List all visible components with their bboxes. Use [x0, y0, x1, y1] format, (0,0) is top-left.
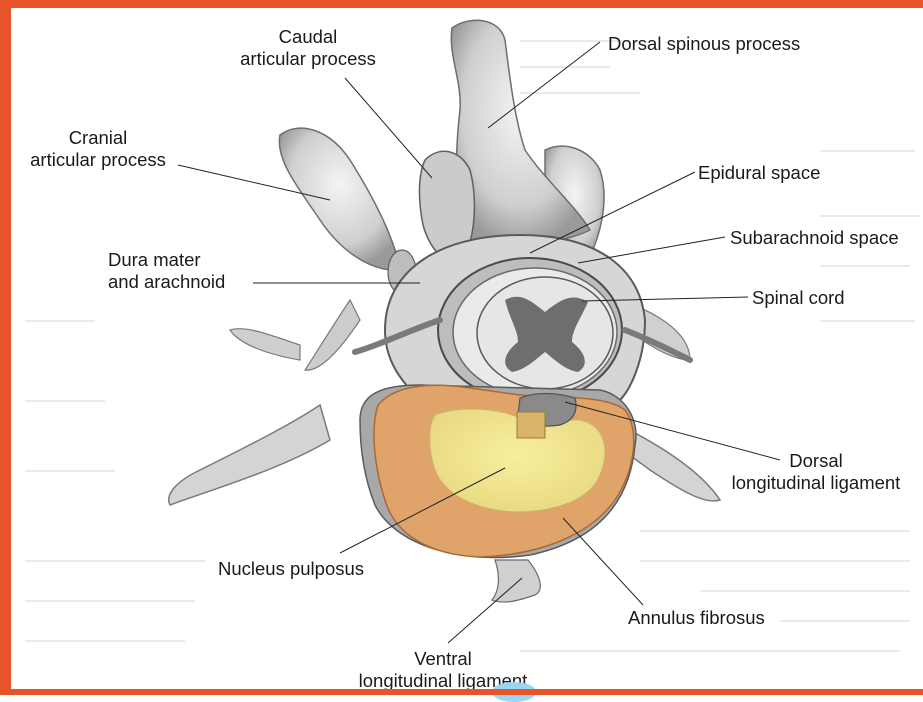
bottom-edge-blob: [492, 682, 536, 702]
top-edge-tab: [595, 0, 770, 6]
label-annulus-fibrosus: Annulus fibrosus: [628, 607, 765, 629]
label-dorsal-spinous-process: Dorsal spinous process: [608, 33, 800, 55]
label-dorsal-longitudinal-ligament: Dorsal longitudinal ligament: [716, 450, 916, 494]
label-nucleus-pulposus: Nucleus pulposus: [218, 558, 364, 580]
left-transverse-process: [169, 300, 360, 505]
spinal-cord-shape: [477, 277, 613, 389]
label-subarachnoid-space: Subarachnoid space: [730, 227, 899, 249]
label-spinal-cord: Spinal cord: [752, 287, 845, 309]
label-dura-mater-and-arachnoid: Dura mater and arachnoid: [108, 249, 225, 293]
ventral-longitudinal-ligament-shape: [492, 560, 540, 602]
label-caudal-articular-process: Caudal articular process: [228, 26, 388, 70]
label-epidural-space: Epidural space: [698, 162, 820, 184]
label-cranial-articular-process: Cranial articular process: [18, 127, 178, 171]
